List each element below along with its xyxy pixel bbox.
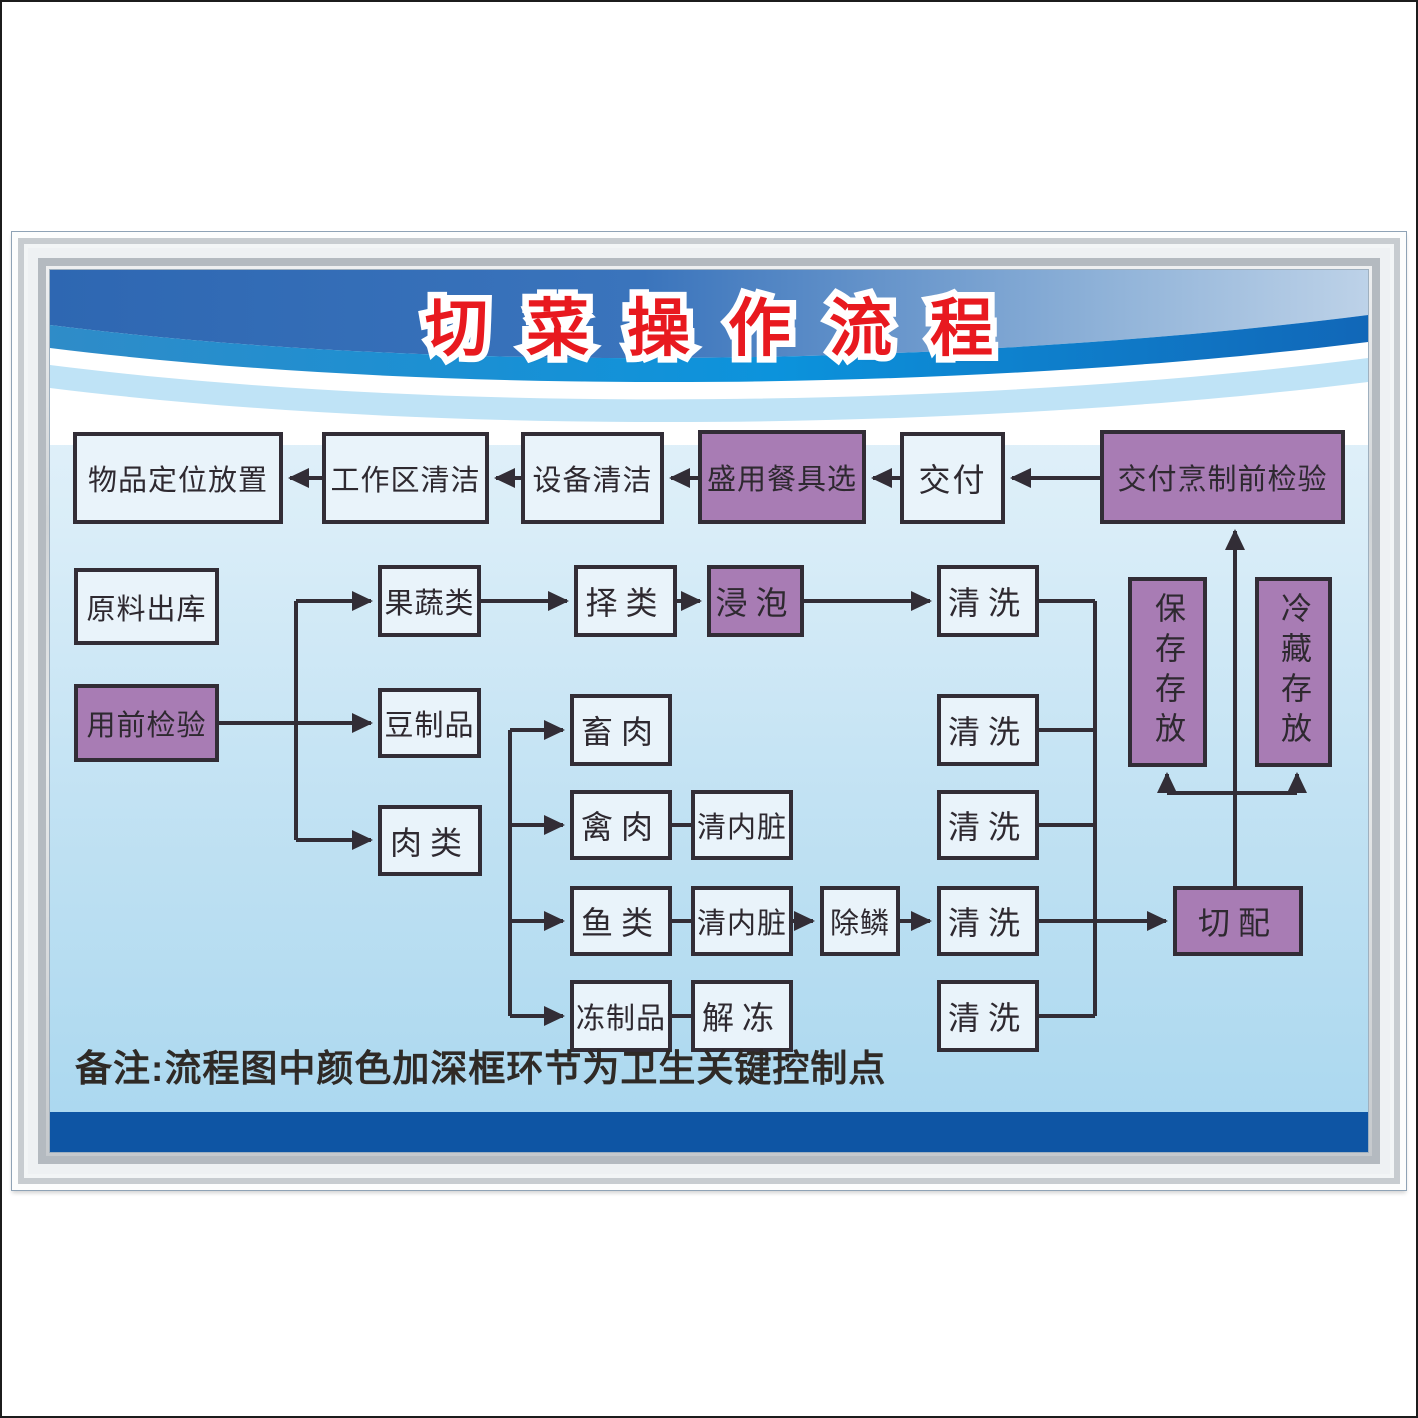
node-frozen-products: 冻制品 [570,980,672,1052]
node-poultry-meat: 禽肉 [570,790,672,860]
node-precook-inspection: 交付烹制前检验 [1100,430,1345,524]
node-soaking: 浸泡 [707,565,804,637]
node-delivery: 交付 [900,432,1005,524]
node-item-placement: 物品定位放置 [73,432,283,524]
node-thawing: 解冻 [691,980,793,1052]
legend-note: 备注:流程图中颜色加深框环节为卫生关键控制点 [75,1048,887,1089]
poster-content: 切菜操作流程 切菜操作流程 [50,270,1368,1152]
node-descaling: 除鳞 [820,886,900,956]
node-washing-4: 清洗 [937,886,1039,956]
poster-frame: 切菜操作流程 切菜操作流程 [12,232,1406,1190]
node-washing-5: 清洗 [937,980,1039,1052]
page-title-outline: 切菜操作流程 [419,288,1031,371]
node-meat: 肉类 [378,805,482,876]
node-pre-use-inspection: 用前检验 [74,684,219,762]
node-washing-1: 清洗 [937,565,1039,637]
node-gutting-fish: 清内脏 [691,886,793,956]
node-livestock-meat: 畜肉 [570,694,672,766]
node-fish: 鱼类 [570,886,672,956]
bottom-band [50,1112,1368,1152]
flow-connectors [219,468,1307,1026]
node-washing-3: 清洗 [937,790,1039,860]
node-raw-material-outbound: 原料出库 [74,568,219,645]
node-workarea-cleaning: 工作区清洁 [322,432,489,524]
page-title: 切菜操作流程 切菜操作流程 [50,286,1368,372]
node-serving-utensils: 盛用餐具选 [698,430,866,524]
node-gutting-poultry: 清内脏 [691,790,793,860]
node-washing-2: 清洗 [937,694,1039,766]
node-fruits-vegetables: 果蔬类 [378,565,481,637]
node-sorting: 择类 [574,565,677,637]
banner-graphic [50,270,1368,445]
node-cutting-matching: 切配 [1173,886,1303,956]
node-equipment-cleaning: 设备清洁 [521,432,664,524]
page-title-text: 切菜操作流程 [425,294,1031,364]
node-soy-products: 豆制品 [378,688,481,758]
node-keep-storage: 保存存放 [1128,577,1207,767]
node-cold-storage: 冷藏存放 [1255,577,1332,767]
